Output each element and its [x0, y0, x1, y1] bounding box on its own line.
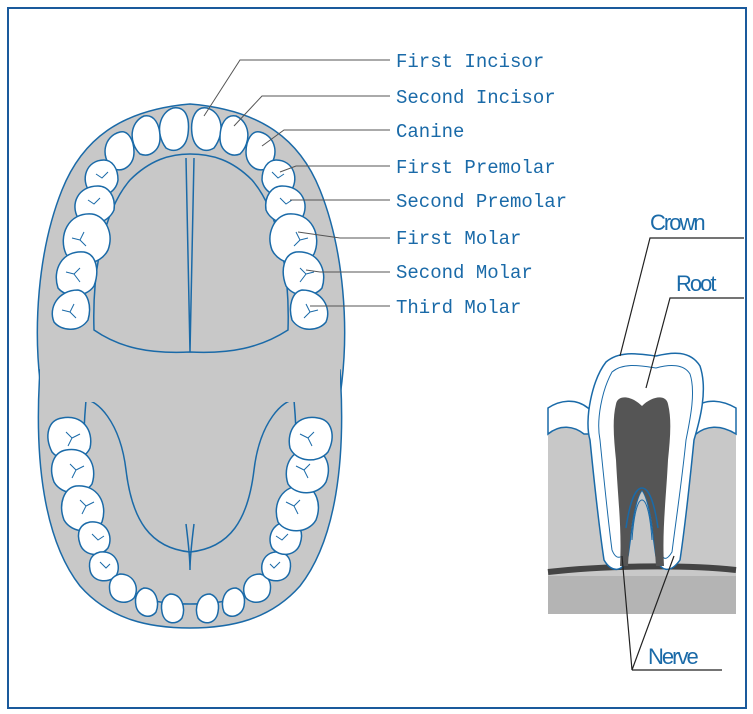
- lower-dental-arch: [38, 362, 341, 628]
- lower-tooth-second-incisor-left: [135, 588, 157, 616]
- lower-tooth-third-molar-right: [289, 417, 332, 459]
- lower-tooth-canine-left: [109, 574, 136, 602]
- upper-tooth-second-incisor-right: [220, 116, 248, 155]
- lower-tooth-second-premolar-left: [78, 522, 110, 555]
- lower-tooth-first-incisor-left: [161, 594, 183, 623]
- label-root: Root: [676, 271, 716, 296]
- leader-first-incisor: [204, 60, 390, 116]
- label-first-molar: First Molar: [396, 228, 521, 250]
- lower-tooth-second-incisor-right: [223, 588, 245, 616]
- label-canine: Canine: [396, 121, 464, 143]
- label-second-incisor: Second Incisor: [396, 87, 556, 109]
- jaw-gap-fill: [40, 362, 340, 402]
- upper-dental-arch: [37, 104, 344, 396]
- label-second-premolar: Second Premolar: [396, 191, 567, 213]
- upper-tooth-first-incisor-right: [192, 108, 221, 151]
- upper-tooth-second-incisor-left: [132, 116, 160, 155]
- label-crown: Crown: [650, 210, 704, 235]
- label-first-premolar: First Premolar: [396, 157, 556, 179]
- tooth-cross-section: Crown Root Nerve: [548, 210, 744, 670]
- lower-tooth-first-incisor-right: [197, 594, 219, 623]
- upper-tooth-first-incisor-left: [160, 108, 189, 151]
- leader-crown: [620, 238, 744, 356]
- label-first-incisor: First Incisor: [396, 51, 544, 73]
- label-second-molar: Second Molar: [396, 262, 533, 284]
- section-bone: [548, 576, 736, 614]
- label-nerve: Nerve: [648, 644, 698, 669]
- label-third-molar: Third Molar: [396, 297, 521, 319]
